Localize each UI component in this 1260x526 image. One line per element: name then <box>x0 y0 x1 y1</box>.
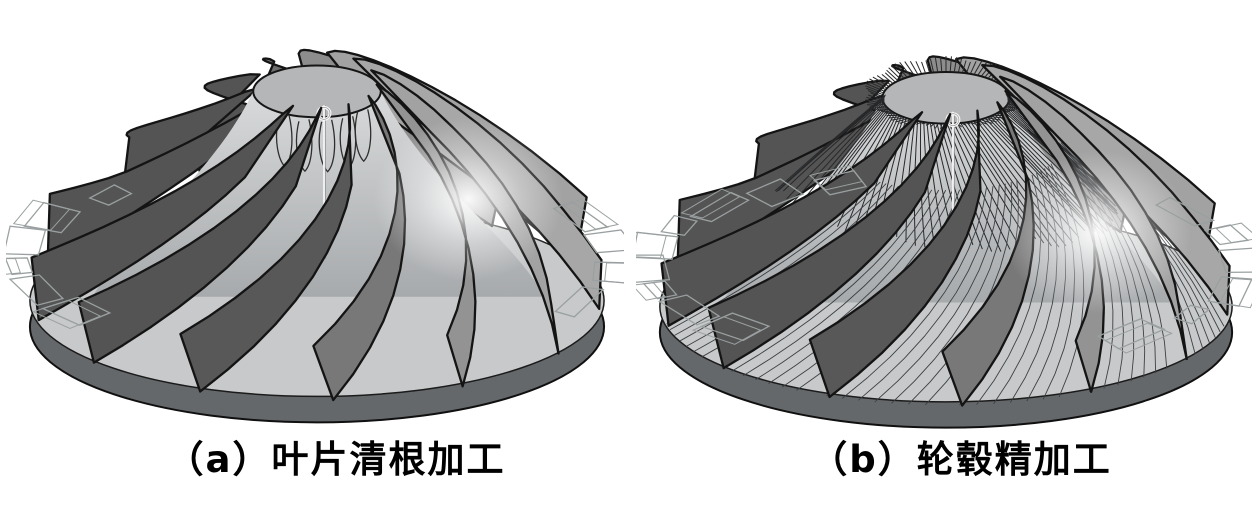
impeller-b-render-hub-finishing <box>636 8 1252 438</box>
blade <box>707 113 952 370</box>
impeller-3d-view <box>6 48 624 424</box>
blade <box>77 106 323 364</box>
specular-highlight <box>1002 150 1192 314</box>
blade <box>179 103 353 393</box>
caption-panel-a: （a）叶片清根加工 <box>166 438 506 481</box>
stock-wireframes <box>636 165 1252 354</box>
front-blades <box>660 63 1231 407</box>
blade <box>660 111 924 327</box>
impeller-3d-view <box>636 55 1252 429</box>
blade <box>808 109 982 399</box>
specular-highlight <box>373 117 564 281</box>
hub-boss-top <box>252 64 382 119</box>
stock-wireframes <box>6 184 624 329</box>
caption-panel-b: （b）轮毂精加工 <box>810 438 1112 481</box>
impeller-a-render-blade-root-cleanup <box>6 0 624 434</box>
hub-boss-top <box>881 70 1011 125</box>
blade <box>30 104 295 322</box>
